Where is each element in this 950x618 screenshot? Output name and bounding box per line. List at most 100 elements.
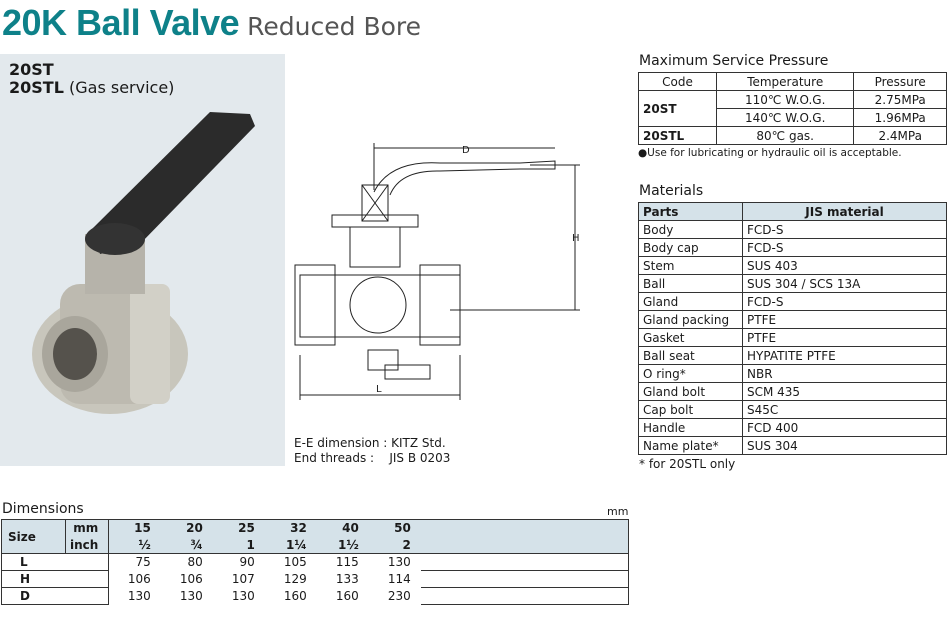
size-inch: 2 — [368, 536, 421, 554]
part-cell: O ring* — [638, 364, 743, 383]
material-cell: PTFE — [742, 328, 947, 347]
pressure-cell: 2.4MPa — [853, 126, 947, 145]
table-row: 140℃ W.O.G.1.96MPa — [639, 108, 947, 127]
dim-h-label: H — [572, 233, 580, 244]
part-cell: Gasket — [638, 328, 743, 347]
size-mm: 15 — [108, 519, 161, 537]
dim-key: H — [0, 570, 110, 588]
size-inch: 1¼ — [264, 536, 317, 554]
ee-dimension-note: E-E dimension : KITZ Std. — [294, 436, 446, 450]
material-cell: SUS 403 — [742, 256, 947, 275]
material-cell: FCD-S — [742, 238, 947, 257]
material-cell: FCD-S — [742, 292, 947, 311]
size-mm: 20 — [160, 519, 213, 537]
header-pressure: Pressure — [853, 72, 947, 91]
part-cell: Ball — [638, 274, 743, 293]
part-cell: Body — [638, 220, 743, 239]
part-cell: Gland packing — [638, 310, 743, 329]
part-cell: Name plate* — [638, 436, 743, 455]
material-cell: HYPATITE PTFE — [742, 346, 947, 365]
dim-value: 160 — [283, 589, 307, 603]
material-cell: SUS 304 — [742, 436, 947, 455]
materials-title: Materials — [639, 183, 704, 199]
part-cell: Gland — [638, 292, 743, 311]
part-cell: Ball seat — [638, 346, 743, 365]
dim-value: 230 — [387, 589, 411, 603]
part-cell: Body cap — [638, 238, 743, 257]
temp-cell: 80℃ gas. — [715, 126, 855, 145]
dim-value: 105 — [283, 555, 307, 570]
mm-label: mm — [64, 519, 110, 537]
size-mm: 40 — [316, 519, 369, 537]
end-threads-note: End threads : JIS B 0203 — [294, 451, 451, 465]
size-inch: 1 — [212, 536, 265, 554]
spacer — [420, 570, 629, 588]
product-photo-panel: 20ST 20STL (Gas service) — [0, 54, 285, 466]
dimensions-title: Dimensions — [2, 501, 84, 517]
temp-cell: 140℃ W.O.G. — [715, 108, 855, 127]
dim-value: 130 — [179, 589, 203, 603]
table-row: O ring*NBR — [638, 364, 947, 383]
spacer — [420, 536, 629, 554]
material-cell: SCM 435 — [742, 382, 947, 401]
model-20stl: 20STL (Gas service) — [9, 78, 174, 97]
dim-value: 75 — [135, 555, 151, 570]
header-code: Code — [638, 72, 717, 91]
code-cell: 20STL — [638, 126, 717, 145]
material-cell: FCD-S — [742, 220, 947, 239]
material-cell: SUS 304 / SCS 13A — [742, 274, 947, 293]
inch-label: inch — [64, 536, 110, 554]
dim-value: 106 — [127, 572, 151, 586]
dim-value: 80 — [187, 555, 203, 570]
header-parts: Parts — [638, 202, 743, 221]
material-cell: PTFE — [742, 310, 947, 329]
size-mm: 25 — [212, 519, 265, 537]
dim-key: L — [0, 553, 110, 571]
part-cell: Gland bolt — [638, 382, 743, 401]
pressure-title: Maximum Service Pressure — [639, 53, 829, 69]
spacer — [420, 553, 629, 571]
pressure-cell: 2.75MPa — [853, 90, 947, 109]
dim-value: 107 — [231, 572, 255, 586]
size-label: Size — [1, 519, 66, 554]
dim-key: D — [0, 587, 110, 605]
header-jis: JIS material — [742, 202, 947, 221]
dim-value: 130 — [387, 555, 411, 570]
model-20st: 20ST — [9, 60, 54, 79]
dim-d-label: D — [462, 145, 470, 156]
spacer — [420, 587, 629, 605]
spacer — [420, 519, 629, 537]
code-cell: 20ST — [638, 90, 717, 127]
material-cell: FCD 400 — [742, 418, 947, 437]
pressure-cell: 1.96MPa — [853, 108, 947, 127]
dim-l-label: L — [376, 384, 382, 395]
size-inch: 1½ — [316, 536, 369, 554]
table-row: Name plate*SUS 304 — [638, 436, 947, 455]
size-mm: 32 — [264, 519, 317, 537]
title-sub: Reduced Bore — [247, 12, 422, 41]
header-temperature: Temperature — [715, 72, 855, 91]
size-inch: ½ — [108, 536, 161, 554]
dim-value: 90 — [239, 555, 255, 570]
dim-value: 129 — [283, 572, 307, 586]
dimensions-unit: mm — [607, 505, 629, 518]
dim-value: 130 — [127, 589, 151, 603]
part-cell: Handle — [638, 418, 743, 437]
